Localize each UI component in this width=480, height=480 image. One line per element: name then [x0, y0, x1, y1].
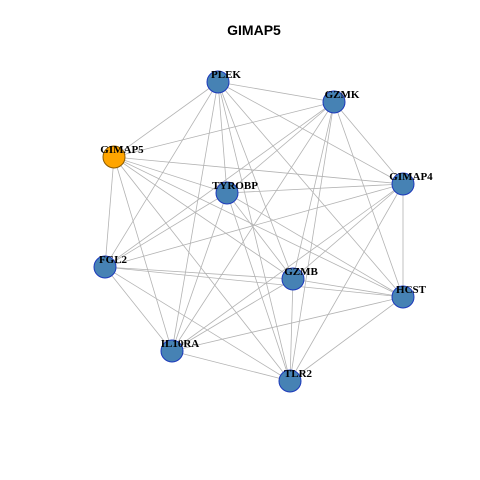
node-gimap4: GIMAP4: [389, 171, 433, 196]
edge-gimap5-tyrobp: [113, 156, 228, 194]
node-label-gimap4: GIMAP4: [389, 171, 433, 183]
node-circle-tyrobp: [215, 181, 239, 205]
edge-gzmb-tlr2: [289, 278, 294, 382]
node-label-gzmb: GZMB: [284, 266, 318, 278]
node-label-tlr2: TLR2: [284, 368, 313, 380]
edge-gimap4-tlr2: [289, 183, 404, 382]
node-label-gimap5: GIMAP5: [100, 144, 144, 156]
edge-gzmk-hcst: [333, 101, 404, 298]
node-label-gzmk: GZMK: [325, 89, 360, 101]
node-circle-gimap4: [391, 172, 415, 196]
node-circle-gzmk: [322, 90, 346, 114]
edge-tyrobp-hcst: [226, 192, 404, 298]
edge-hcst-tlr2: [289, 296, 404, 382]
edge-tyrobp-il10ra: [171, 192, 228, 352]
edge-gimap5-gzmb: [113, 156, 294, 280]
edge-tyrobp-tlr2: [226, 192, 291, 382]
edge-gimap4-gzmb: [292, 183, 404, 280]
node-circle-hcst: [391, 285, 415, 309]
edge-gzmk-tlr2: [289, 101, 335, 382]
node-tyrobp: TYROBP: [212, 180, 258, 205]
edge-tyrobp-gimap4: [226, 183, 404, 194]
edge-tyrobp-gzmb: [226, 192, 294, 280]
edge-plek-gimap4: [217, 81, 404, 185]
edge-gimap5-fgl2: [104, 156, 115, 268]
edge-tyrobp-fgl2: [104, 192, 228, 268]
edge-plek-gzmk: [217, 81, 335, 103]
node-circle-tlr2: [278, 369, 302, 393]
node-label-tyrobp: TYROBP: [212, 180, 258, 192]
node-circle-fgl2: [93, 255, 117, 279]
edge-il10ra-tlr2: [171, 350, 291, 382]
diagram-title: GIMAP5: [227, 22, 281, 38]
node-circle-il10ra: [160, 339, 184, 363]
edge-plek-tlr2: [217, 81, 291, 382]
node-il10ra: IL10RA: [160, 338, 200, 363]
edge-gzmk-tyrobp: [226, 101, 335, 194]
edge-plek-hcst: [217, 81, 404, 298]
edge-layer: [104, 81, 404, 382]
edge-fgl2-hcst: [104, 266, 404, 298]
node-label-hcst: HCST: [396, 284, 427, 296]
edge-gzmk-gzmb: [292, 101, 335, 280]
edge-gimap5-tlr2: [113, 156, 291, 382]
edge-gimap5-hcst: [113, 156, 404, 298]
node-gimap5: GIMAP5: [100, 144, 144, 169]
edge-plek-il10ra: [171, 81, 219, 352]
node-label-fgl2: FGL2: [99, 254, 128, 266]
edge-gzmb-il10ra: [171, 278, 294, 352]
node-gzmk: GZMK: [322, 89, 360, 114]
edge-gzmk-gimap4: [333, 101, 404, 185]
node-circle-plek: [206, 70, 230, 94]
node-circle-gzmb: [281, 267, 305, 291]
edge-gzmk-gimap5: [113, 101, 335, 158]
node-plek: PLEK: [206, 69, 241, 94]
edge-plek-fgl2: [104, 81, 219, 268]
edge-plek-gimap5: [113, 81, 219, 158]
edge-fgl2-il10ra: [104, 266, 173, 352]
edge-fgl2-gzmb: [104, 266, 294, 280]
edge-gimap4-il10ra: [171, 183, 404, 352]
node-fgl2: FGL2: [93, 254, 128, 279]
edge-plek-gzmb: [217, 81, 294, 280]
node-circle-gimap5: [102, 145, 126, 169]
node-label-plek: PLEK: [211, 69, 241, 81]
edge-gimap5-il10ra: [113, 156, 173, 352]
node-gzmb: GZMB: [281, 266, 318, 291]
edge-gimap5-gimap4: [113, 156, 404, 185]
edge-hcst-il10ra: [171, 296, 404, 352]
edge-plek-tyrobp: [217, 81, 228, 194]
node-label-il10ra: IL10RA: [161, 338, 200, 350]
node-hcst: HCST: [391, 284, 427, 309]
edge-gzmb-hcst: [292, 278, 404, 298]
edge-gimap4-fgl2: [104, 183, 404, 268]
edge-fgl2-tlr2: [104, 266, 291, 382]
node-tlr2: TLR2: [278, 368, 313, 393]
